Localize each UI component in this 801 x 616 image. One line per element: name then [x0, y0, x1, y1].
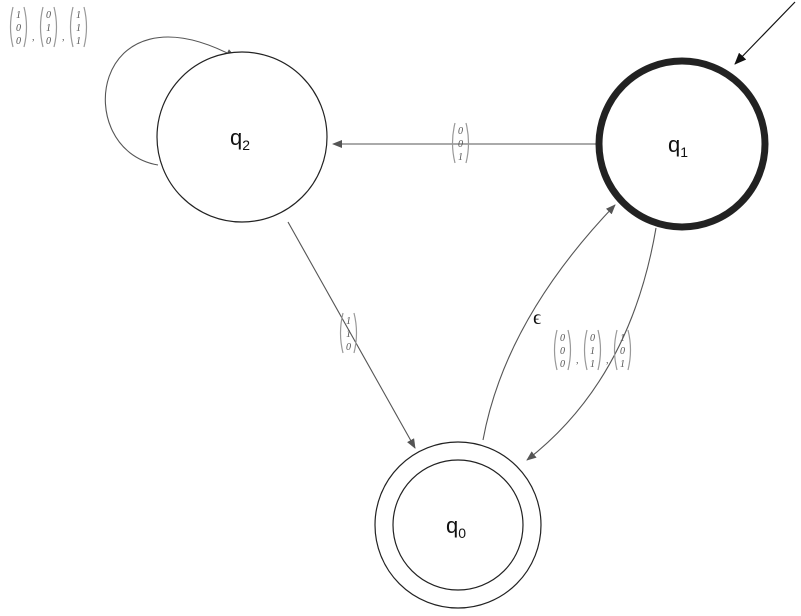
transition-label: 1 0 0, 0 1 0, 1 1 1	[9, 6, 88, 48]
paren-open	[451, 122, 456, 164]
vector-entry: 0	[16, 36, 21, 47]
state-q1-initial[interactable]: q1	[595, 57, 769, 231]
vector-entry: 1	[46, 23, 51, 34]
paren-close	[23, 6, 28, 48]
comma: ,	[606, 355, 609, 366]
paren-close	[597, 329, 602, 371]
paren-close	[627, 329, 632, 371]
vector-entry: 1	[590, 346, 595, 357]
state-q2[interactable]: q2	[156, 51, 328, 223]
epsilon-label: ϵ	[533, 307, 541, 329]
edge-q2-self-loop	[104, 36, 236, 166]
vector-entry: 1	[346, 316, 351, 327]
vector-entry: 1	[76, 23, 81, 34]
paren-close	[567, 329, 572, 371]
paren-close	[465, 122, 470, 164]
vector-entry: 0	[458, 126, 463, 137]
transition-label: 0 0 0, 0 1 1, 1 0 1	[553, 329, 632, 371]
vector-entry: 0	[46, 10, 51, 21]
vector-entry: 0	[560, 359, 565, 370]
state-q0-accepting[interactable]: q0	[374, 441, 542, 609]
state-q2-name: q2	[230, 125, 250, 153]
paren-close	[53, 6, 58, 48]
vector-entry: 1	[346, 329, 351, 340]
paren-open	[39, 6, 44, 48]
edge-q0-to-q1	[482, 204, 616, 441]
vector-entry: 0	[560, 346, 565, 357]
comma: ,	[62, 32, 65, 43]
vector-entry: 1	[76, 10, 81, 21]
vector-entry: 0	[590, 333, 595, 344]
initial-state-arrow	[734, 1, 796, 65]
paren-open	[69, 6, 74, 48]
edge-q2-to-q0	[287, 221, 416, 449]
vector-entry: 1	[620, 333, 625, 344]
vector-entry: 0	[458, 139, 463, 150]
vector-entry: 0	[46, 36, 51, 47]
paren-close	[83, 6, 88, 48]
vector-entry: 1	[590, 359, 595, 370]
state-q1-name: q1	[668, 132, 688, 160]
transition-label: 0 0 1	[451, 122, 470, 164]
vector-entry: 0	[16, 23, 21, 34]
comma: ,	[576, 355, 579, 366]
vector-entry: 1	[76, 36, 81, 47]
comma: ,	[32, 32, 35, 43]
vector-entry: 0	[560, 333, 565, 344]
paren-open	[613, 329, 618, 371]
edge-q1-to-q0	[526, 227, 657, 461]
state-q0-name: q0	[446, 513, 466, 541]
vector-entry: 1	[620, 359, 625, 370]
paren-open	[553, 329, 558, 371]
paren-open	[339, 312, 344, 354]
transition-label: 1 1 0	[339, 312, 358, 354]
vector-entry: 0	[620, 346, 625, 357]
vector-entry: 1	[16, 10, 21, 21]
vector-entry: 0	[346, 342, 351, 353]
paren-close	[353, 312, 358, 354]
paren-open	[9, 6, 14, 48]
paren-open	[583, 329, 588, 371]
vector-entry: 1	[458, 152, 463, 163]
